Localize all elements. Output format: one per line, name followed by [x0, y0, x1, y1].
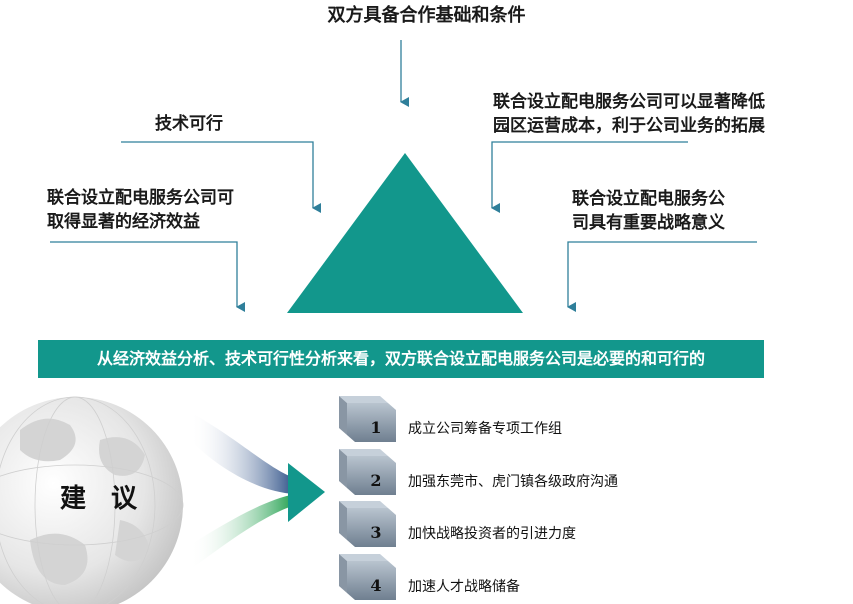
- step-box-1: [339, 396, 396, 442]
- step-1-number: 1: [370, 418, 382, 437]
- strategic-line-1: 联合设立配电服务公: [572, 189, 725, 209]
- strategic-line-2: 司具有重要战略意义: [572, 213, 725, 233]
- step-3-number: 3: [370, 523, 382, 542]
- connector-arrows: [50, 40, 757, 312]
- step-box-3: [339, 501, 396, 547]
- step-2-number: 2: [370, 471, 382, 490]
- step-2-text: 加强东莞市、虎门镇各级政府沟通: [408, 474, 618, 490]
- arrow-right-cost: [491, 141, 688, 213]
- economic-benefit-line-2: 取得显著的经济效益: [47, 212, 200, 232]
- green-swoosh: [190, 494, 295, 570]
- step-1-text: 成立公司筹备专项工作组: [408, 421, 562, 437]
- economic-benefit-line-1: 联合设立配电服务公司可: [47, 188, 234, 208]
- tech-feasible-label: 技术可行: [155, 112, 223, 136]
- arrow-right-strategic: [567, 241, 757, 312]
- page-title: 双方具备合作基础和条件: [327, 5, 526, 26]
- blue-swoosh: [190, 412, 295, 494]
- triangle-shape: [287, 153, 523, 313]
- cost-reduction-label: 联合设立配电服务公司可以显著降低 园区运营成本，利于公司业务的拓展: [493, 90, 765, 138]
- step-box-4: [339, 554, 396, 600]
- step-4-text: 加速人才战略储备: [408, 579, 520, 595]
- suggestion-label: 建 议: [60, 484, 146, 514]
- arrow-head-icon: [288, 463, 325, 522]
- arrow-tech: [121, 141, 321, 213]
- conclusion-banner: 从经济效益分析、技术可行性分析来看，双方联合设立配电服务公司是必要的和可行的: [38, 340, 764, 378]
- arrow-left-benefit: [50, 241, 245, 312]
- cost-reduction-line-1: 联合设立配电服务公司可以显著降低: [493, 92, 765, 112]
- tech-feasible-text: 技术可行: [155, 114, 223, 134]
- globe-icon: [0, 396, 184, 604]
- cost-reduction-line-2: 园区运营成本，利于公司业务的拓展: [493, 116, 765, 136]
- economic-benefit-label: 联合设立配电服务公司可 取得显著的经济效益: [47, 186, 234, 234]
- step-4-number: 4: [370, 576, 382, 595]
- step-3-text: 加快战略投资者的引进力度: [408, 526, 576, 542]
- strategic-significance-label: 联合设立配电服务公 司具有重要战略意义: [572, 187, 725, 235]
- step-box-2: [339, 449, 396, 495]
- step-box-icon: [339, 396, 396, 600]
